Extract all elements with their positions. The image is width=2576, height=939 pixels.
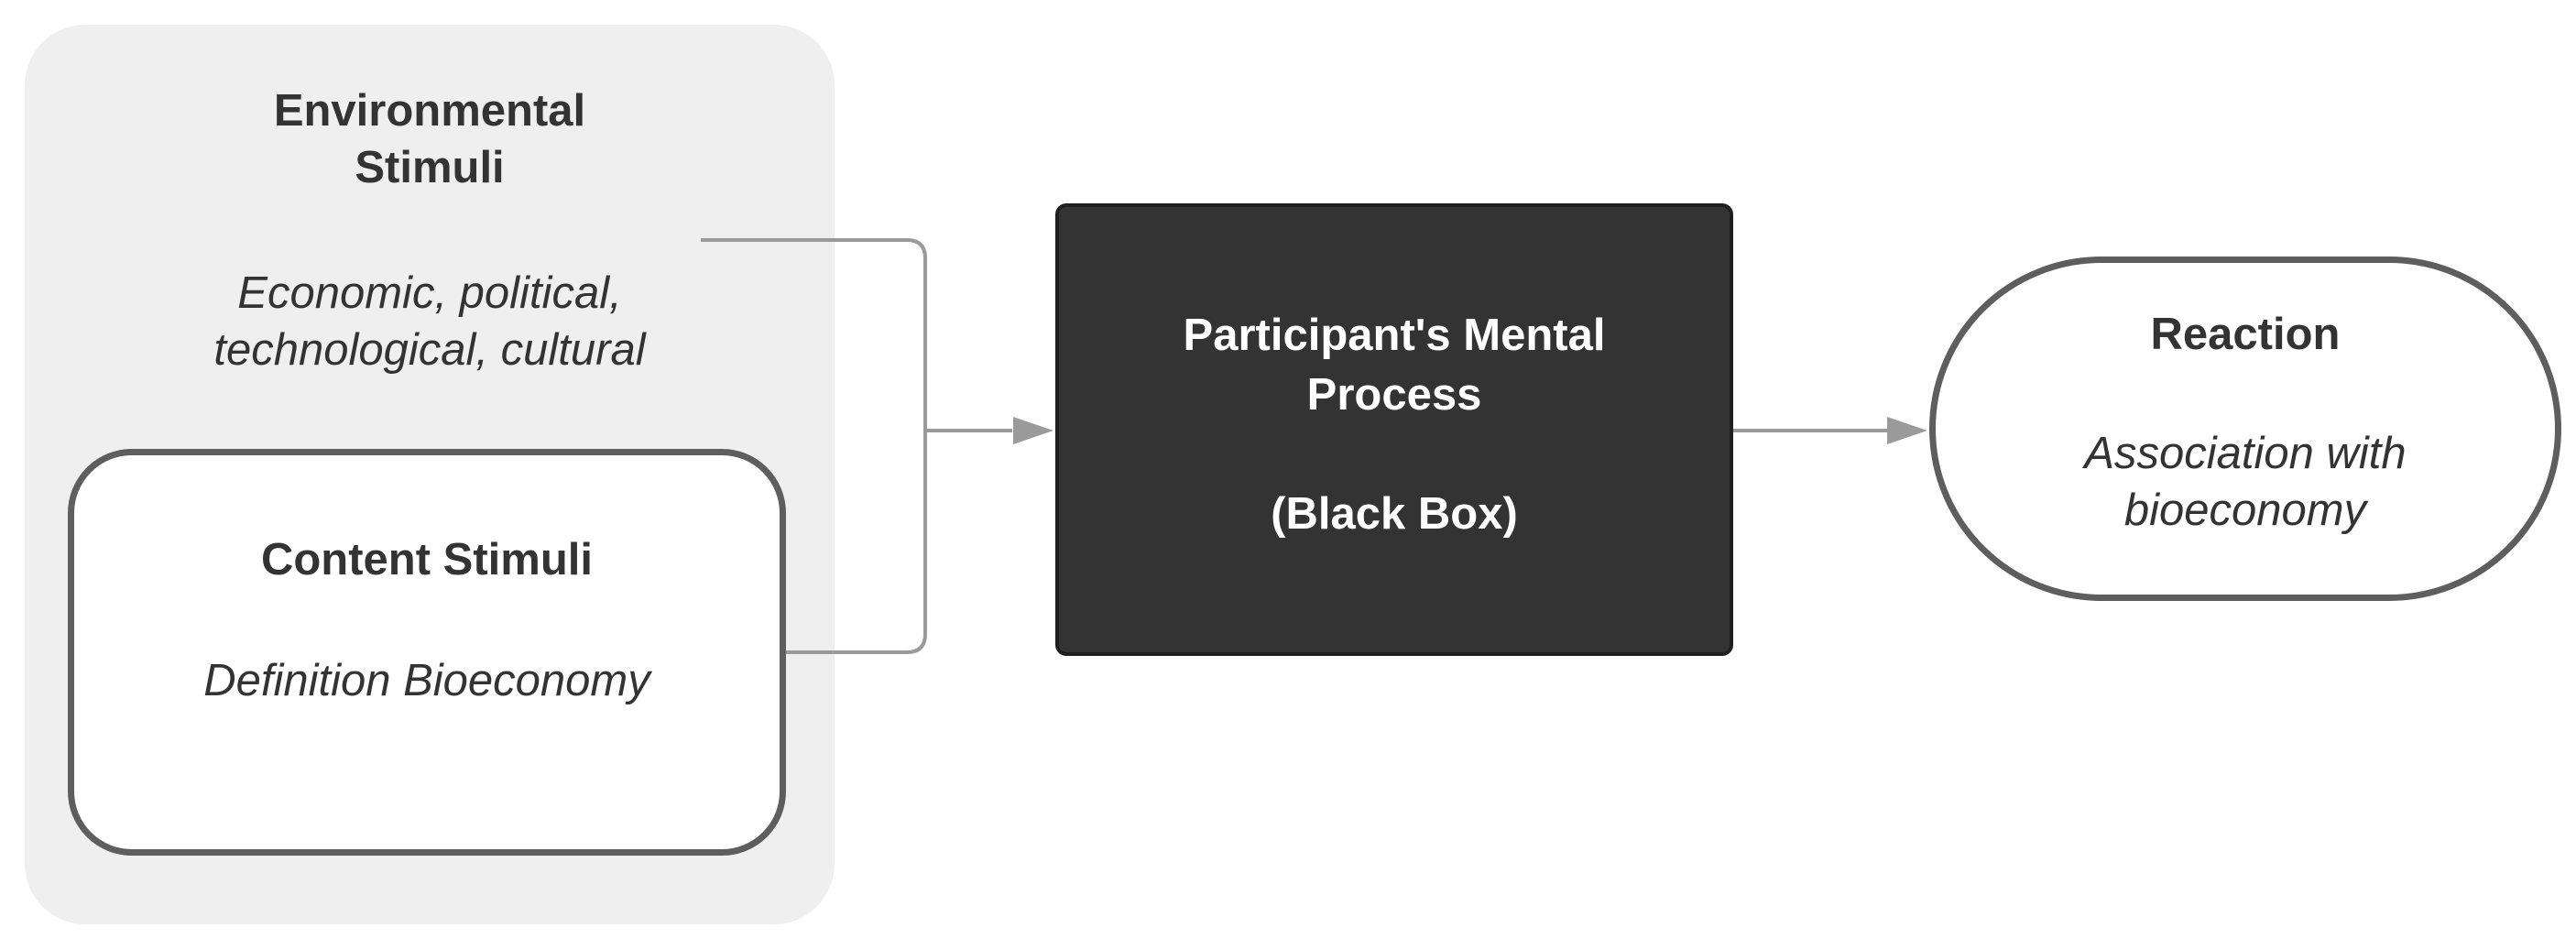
- black-box-title-line-2: Process: [1306, 370, 1482, 420]
- black-box: [1055, 203, 1733, 656]
- environmental-connector: [701, 238, 1012, 432]
- environmental-stimuli-title: Environmental Stimuli: [25, 82, 835, 196]
- content-stimuli-title: Content Stimuli: [260, 535, 594, 584]
- arrow-to-black-box: [1013, 417, 1053, 444]
- environmental-stimuli-description: Economic, political, technological, cult…: [25, 265, 835, 378]
- reaction-desc-line-2: bioeconomy: [2123, 486, 2367, 535]
- content-connector: [786, 431, 927, 654]
- arrow-to-reaction: [1887, 417, 1927, 444]
- environmental-desc-line-2: technological, cultural: [213, 325, 646, 375]
- content-stimuli-description: Definition Bioeconomy: [203, 656, 650, 705]
- reaction-desc-line-1: Association with: [2084, 429, 2407, 478]
- environmental-title-line-2: Stimuli: [355, 143, 505, 192]
- environmental-desc-line-1: Economic, political,: [237, 268, 622, 318]
- reaction-box: [1929, 257, 2561, 601]
- content-stimuli-box: [68, 449, 786, 856]
- black-box-title: Participant's Mental Process: [1055, 306, 1733, 425]
- reaction-title: Reaction: [2150, 310, 2341, 359]
- black-box-subtitle: (Black Box): [1271, 489, 1518, 539]
- black-box-title-line-1: Participant's Mental: [1183, 311, 1606, 360]
- environmental-title-line-1: Environmental: [273, 86, 586, 136]
- reaction-description: Association with bioeconomy: [1929, 425, 2561, 539]
